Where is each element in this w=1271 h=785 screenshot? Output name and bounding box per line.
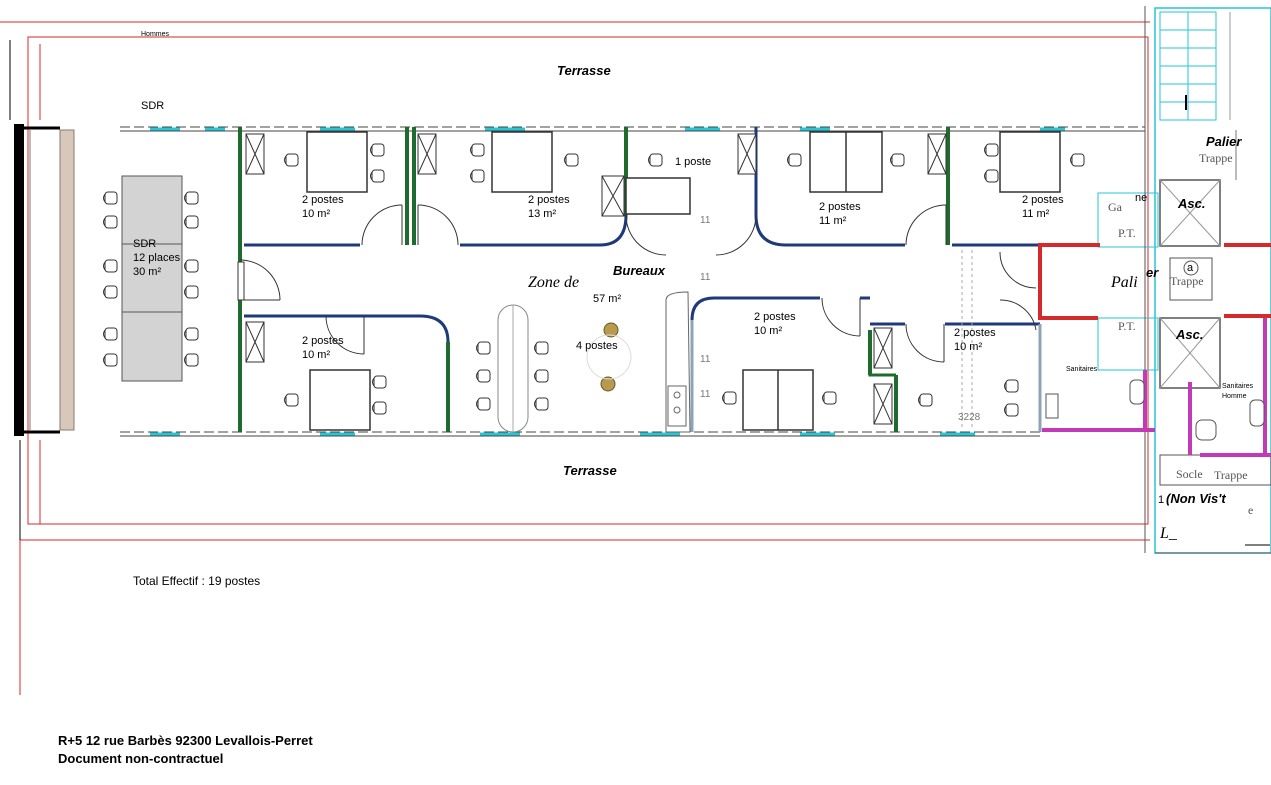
pt-top-label: P.T. <box>1118 226 1136 240</box>
sanitary-walls-magenta <box>1042 318 1271 457</box>
office-5-postes: 2 postes <box>302 335 344 347</box>
trappe-top-label: Trappe <box>1199 151 1233 165</box>
address-line: R+5 12 rue Barbès 92300 Levallois-Perret <box>58 733 313 748</box>
office-2-area: 13 m² <box>528 208 556 220</box>
pt-bottom-label: P.T. <box>1118 319 1136 333</box>
corner-l-label: L_ <box>1159 525 1178 542</box>
trappe-bottom-label: Trappe <box>1214 468 1248 482</box>
cabinets <box>245 133 947 425</box>
sdr-room-area: 30 m² <box>133 266 161 278</box>
meeting-room <box>103 175 199 382</box>
doors <box>239 204 1037 363</box>
office-4-area: 11 m² <box>1022 208 1050 220</box>
landing-walls-red <box>1038 243 1271 320</box>
palier-mid-label: Pali <box>1110 274 1138 291</box>
total-effectif: Total Effectif : 19 postes <box>133 574 261 588</box>
num-one-label: 1 <box>1158 494 1164 506</box>
corridor-walls-blue <box>244 214 1040 343</box>
sdr-room-name: SDR <box>133 238 156 250</box>
zone-de-label: Zone de <box>528 274 579 291</box>
kitchenette <box>665 291 691 433</box>
office-5-area: 10 m² <box>302 349 330 361</box>
left-facade <box>14 124 75 436</box>
core-area <box>1097 6 1271 554</box>
disclaimer-line: Document non-contractuel <box>58 751 224 766</box>
sdr-title-label: SDR <box>141 100 164 112</box>
one-poste-label: 1 poste <box>675 156 711 168</box>
building-facades <box>120 126 1145 437</box>
open-area-table <box>476 304 632 433</box>
office-1-area: 10 m² <box>302 208 330 220</box>
desks <box>306 131 1061 431</box>
grid-11-b: 11 <box>700 272 711 283</box>
office-7-postes: 2 postes <box>954 327 996 339</box>
office-7-area: 10 m² <box>954 341 982 353</box>
circle-a-label: a <box>1187 262 1194 274</box>
homme-label: Homme <box>1222 393 1247 400</box>
office-2-postes: 2 postes <box>528 194 570 206</box>
ga-label: Ga <box>1108 200 1123 214</box>
zone-area-label: 57 m² <box>593 293 621 305</box>
office-3-area: 11 m² <box>819 215 847 227</box>
four-postes-label: 4 postes <box>576 340 618 352</box>
office-6-area: 10 m² <box>754 325 782 337</box>
bureaux-label: Bureaux <box>613 263 666 278</box>
terrasse-top-label: Terrasse <box>557 63 611 78</box>
office-1-postes: 2 postes <box>302 194 344 206</box>
palier-top-label: Palier <box>1206 134 1242 149</box>
window-marks <box>150 127 1065 436</box>
asc-bottom-label: Asc. <box>1175 327 1203 342</box>
office-4-postes: 2 postes <box>1022 194 1064 206</box>
sdr-room-places: 12 places <box>133 252 181 264</box>
office-3-postes: 2 postes <box>819 201 861 213</box>
hommes-label: Hommes <box>141 31 170 38</box>
dimension-3228: 3228 <box>958 412 981 423</box>
sanitaires-label: Sanitaires <box>1066 366 1098 373</box>
terrace-outline <box>0 21 1150 695</box>
office-6-postes: 2 postes <box>754 311 796 323</box>
palier-mid-suffix: er <box>1146 265 1159 280</box>
grid-11-c: 11 <box>700 354 711 365</box>
non-visite-label: (Non Vis't <box>1166 491 1226 506</box>
non-visite-mark: e <box>1248 503 1253 517</box>
wc-fixtures <box>1045 379 1265 441</box>
grid-11-d: 11 <box>700 389 711 400</box>
grid-11-a: 11 <box>700 215 711 226</box>
terrasse-bottom-label: Terrasse <box>563 463 617 478</box>
socle-label: Socle <box>1176 467 1203 481</box>
asc-top-label: Asc. <box>1177 196 1205 211</box>
ne-label: ne <box>1135 192 1147 204</box>
trappe-mid-label: Trappe <box>1170 274 1204 288</box>
sanitaires-homme-label: Sanitaires <box>1222 383 1254 390</box>
